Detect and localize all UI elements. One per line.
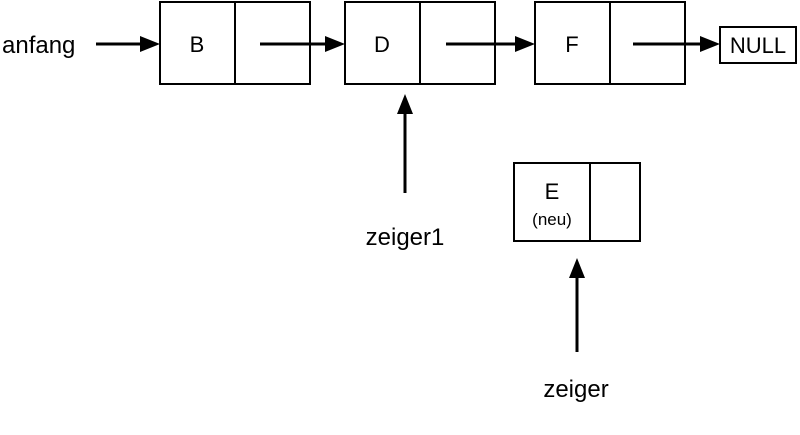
- f-to-null-arrow-head: [700, 36, 720, 52]
- d-to-f-arrow-head: [515, 36, 535, 52]
- node-e-value: E: [545, 179, 560, 204]
- null-node: NULL: [719, 26, 797, 64]
- node-e-note: (neu): [532, 210, 572, 229]
- node-f-value: F: [565, 32, 578, 57]
- node-d-value: D: [374, 32, 390, 57]
- zeiger-label: zeiger: [543, 376, 608, 403]
- node-e: E (neu): [513, 162, 641, 242]
- node-e-box: [513, 162, 641, 242]
- anfang-label: anfang: [2, 32, 75, 59]
- zeiger1-arrow-head: [397, 94, 413, 114]
- b-to-d-arrow-head: [325, 36, 345, 52]
- zeiger-arrow-head: [569, 258, 585, 278]
- null-box: [719, 26, 797, 64]
- anfang-arrow-head: [140, 36, 160, 52]
- zeiger1-label: zeiger1: [366, 224, 445, 251]
- null-value: NULL: [730, 33, 786, 58]
- node-b-value: B: [190, 32, 205, 57]
